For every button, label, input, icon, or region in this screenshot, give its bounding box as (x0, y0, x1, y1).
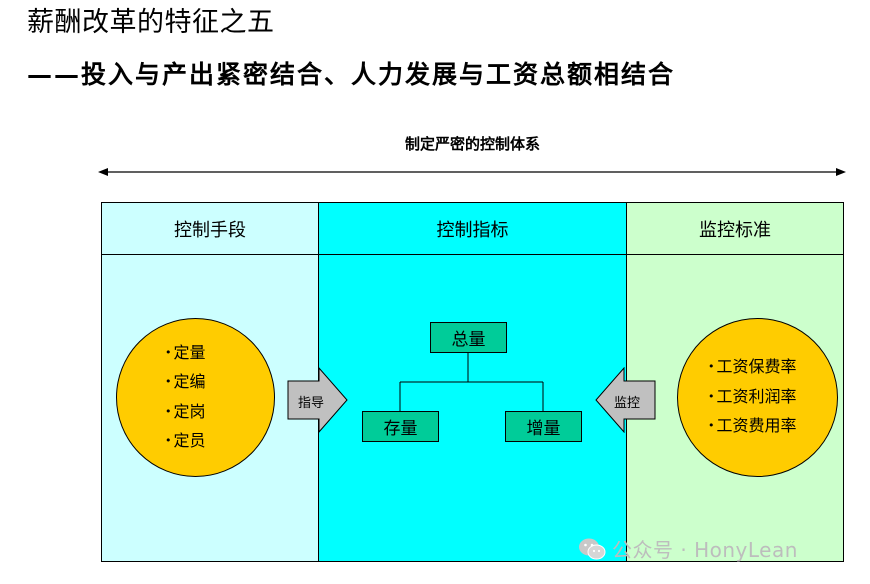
page-title: 薪酬改革的特征之五 (27, 7, 275, 38)
panel-header-monitor-standard: 监控标准 (627, 203, 843, 255)
page-subtitle: ——投入与产出紧密结合、人力发展与工资总额相结合 (27, 60, 676, 89)
panel-header-control-means: 控制手段 (102, 203, 318, 255)
list-item: 定岗 (165, 398, 274, 428)
guide-arrow (287, 367, 349, 433)
stock-box: 存量 (362, 411, 439, 442)
list-item: 工资费用率 (708, 412, 837, 442)
total-box: 总量 (430, 322, 507, 353)
wechat-icon (579, 538, 606, 559)
control-system-label: 制定严密的控制体系 (404, 135, 540, 153)
double-headed-arrow (98, 168, 846, 176)
list-item: 定量 (165, 339, 274, 369)
monitor-arrow (594, 367, 656, 433)
increment-box: 增量 (505, 411, 582, 442)
watermark: 公众号 · HonyLean (578, 534, 798, 563)
means-circle: 定量 定编 定岗 定员 (116, 318, 275, 477)
list-item: 工资保费率 (708, 353, 837, 383)
standard-circle: 工资保费率 工资利润率 工资费用率 (677, 318, 838, 477)
monitor-arrow-label: 监控 (614, 396, 641, 411)
list-item: 工资利润率 (708, 383, 837, 413)
panel-control-index: 控制指标 (318, 202, 627, 562)
watermark-text: 公众号 · HonyLean (612, 538, 798, 562)
panel-header-control-index: 控制指标 (319, 203, 626, 255)
list-item: 定员 (165, 427, 274, 457)
guide-arrow-label: 指导 (298, 396, 325, 411)
list-item: 定编 (165, 368, 274, 398)
